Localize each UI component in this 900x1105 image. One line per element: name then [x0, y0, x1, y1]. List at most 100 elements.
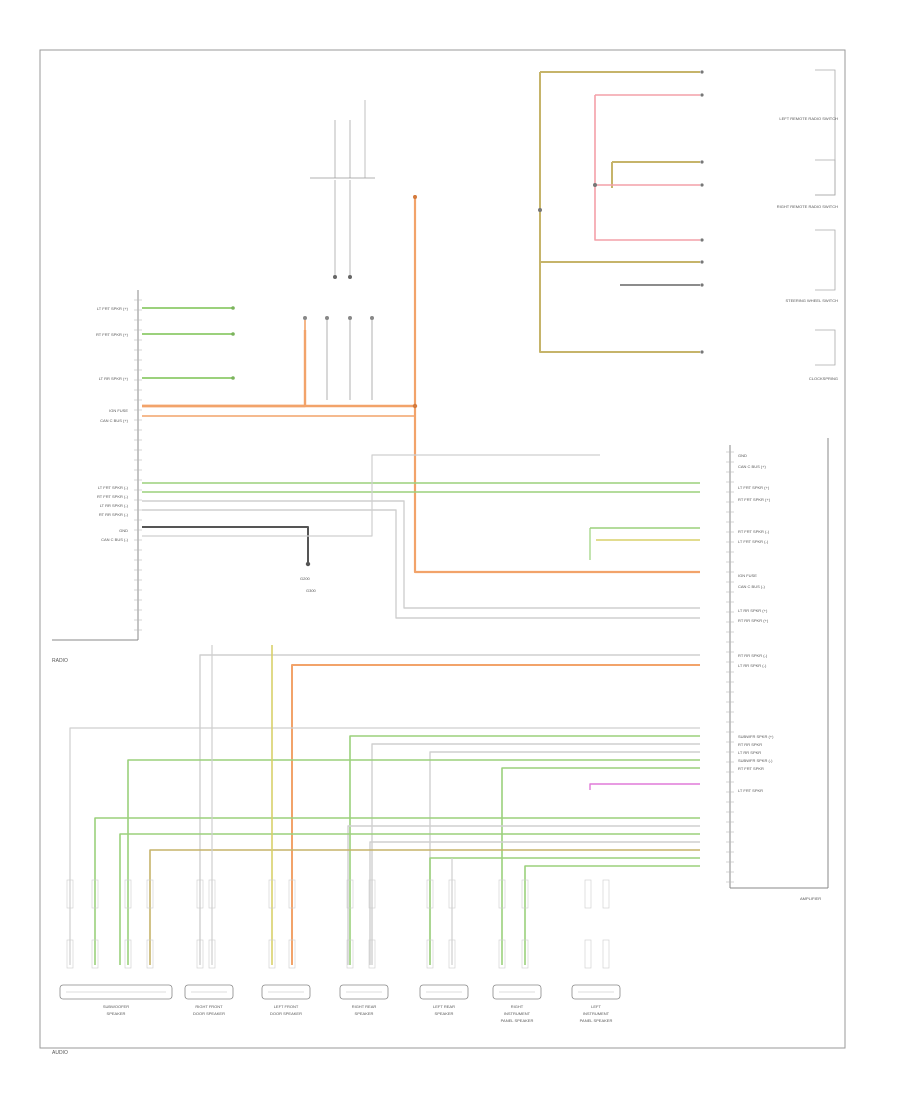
amp-pin-label: RT FRT SPKR (+): [738, 497, 771, 502]
inline-connector-body: [268, 939, 276, 969]
inline-connector: [370, 316, 374, 320]
amp-pin-label: LT FRT SPKR (+): [738, 485, 770, 490]
inline-connector-body: [91, 879, 99, 909]
radio-wire-rr-neg: [142, 509, 700, 619]
speaker-label: DOOR SPEAKER: [270, 1011, 302, 1016]
speaker-label: INSTRUMENT: [504, 1011, 531, 1016]
inline-connector-body: [66, 879, 74, 909]
radio-can-neg-wire: [142, 454, 600, 537]
amp-pin-label: CAN C BUS (-): [738, 584, 766, 589]
inline-connector-body: [208, 879, 216, 909]
radio-pin-label: LT FRT SPKR (+): [97, 306, 129, 311]
radio-pin-label: RT RR SPKR (-): [99, 512, 129, 517]
amp-out-wire: [589, 783, 700, 790]
inline-connector-body: [146, 879, 154, 909]
speaker-label: DOOR SPEAKER: [193, 1011, 225, 1016]
inline-connector-body: [584, 939, 592, 969]
amp-pin-label: LT FRT SPKR (-): [738, 539, 769, 544]
switch-pin: [700, 238, 704, 242]
amp-pin-label: CAN C BUS (+): [738, 464, 767, 469]
inline-connector-body: [368, 939, 376, 969]
inline-connector-body: [288, 879, 296, 909]
amp-out-wire: [371, 743, 700, 965]
switch-label: LEFT REMOTE RADIO SWITCH: [779, 116, 838, 121]
radio-module-name: RADIO: [52, 658, 68, 664]
modules-layer: [52, 69, 836, 1000]
inline-connector: [303, 316, 307, 320]
switch-label: CLOCKSPRING: [809, 376, 838, 381]
radio-pin-label: LT RR SPKR (-): [100, 503, 129, 508]
inline-connector-body: [426, 939, 434, 969]
amp-out-wire: [369, 841, 700, 965]
inline-connector-body: [268, 879, 276, 909]
amp-pin-label: LT RR SPKR (-): [738, 663, 767, 668]
amp-pin-label: LT RR SPKR: [738, 750, 761, 755]
radio-pin-label: IGN FUSE: [109, 408, 128, 413]
radio-pin-label: GND: [119, 528, 128, 533]
amp-pin-label: SUBWFR SPKR (-): [738, 758, 773, 763]
inline-connector-body: [448, 879, 456, 909]
amp-pin-label: IGN FUSE: [738, 573, 757, 578]
inline-connector-body: [602, 939, 610, 969]
radio-ign-wire: [142, 330, 307, 408]
footer-label: AUDIO: [52, 1050, 68, 1056]
amp-module-name: AMPLIFIER: [800, 896, 821, 901]
inline-connector-body: [124, 939, 132, 969]
inline-connector-body: [521, 879, 529, 909]
radio-pin-label: RT FRT SPKR (-): [97, 494, 129, 499]
radio-wire-end: [231, 332, 235, 336]
radio-pin-label: CAN C BUS (-): [101, 537, 129, 542]
inline-connector-body: [196, 879, 204, 909]
orange-connector: [413, 195, 417, 199]
amp-pin-label: RT FRT SPKR: [738, 766, 764, 771]
amp-out-wire: [149, 849, 700, 965]
speaker-label: LEFT REAR: [433, 1004, 455, 1009]
diagram-frame: [39, 49, 846, 1049]
switch-pin: [700, 183, 704, 187]
amp-out-wire: [347, 825, 700, 965]
amp-out-wire: [94, 817, 700, 965]
switch-pin: [700, 350, 704, 354]
amp-out-wire: [349, 735, 700, 965]
splice: [412, 403, 418, 409]
inline-connector-body: [498, 939, 506, 969]
speaker-label: RIGHT REAR: [352, 1004, 377, 1009]
amp-out-wire: [119, 833, 700, 965]
speaker-label: SUBWOOFER: [103, 1004, 129, 1009]
switch-box: [815, 229, 836, 291]
inline-connector: [333, 275, 337, 279]
labels-layer: RADIO LT FRT SPKR (+) RT FRT SPKR (+) LT RR…: [52, 116, 838, 1023]
amp-out-wire: [501, 767, 700, 965]
ground-terminal: [305, 561, 311, 567]
inline-connector-body: [426, 879, 434, 909]
inline-connector-body: [346, 879, 354, 909]
inline-connector: [325, 316, 329, 320]
switch-box: [815, 329, 836, 366]
radio-wire-end: [231, 306, 235, 310]
inline-connector-body: [602, 879, 610, 909]
amp-pin-label: LT FRT SPKR: [738, 788, 763, 793]
amp-out-wire: [291, 664, 700, 965]
radio-wire-lr-neg: [142, 500, 700, 609]
radio-pin-label: LT RR SPKR (+): [99, 376, 129, 381]
amp-pin-label: RT FRT SPKR (-): [738, 529, 770, 534]
amp-out-wire: [69, 727, 700, 965]
switch-label: RIGHT REMOTE RADIO SWITCH: [777, 204, 838, 209]
speaker-label: INSTRUMENT: [583, 1011, 610, 1016]
speaker-label: PANEL SPEAKER: [580, 1018, 613, 1023]
switch-box: [815, 159, 836, 196]
inline-connector-body: [346, 939, 354, 969]
amp-pin-label: GND: [738, 453, 747, 458]
switch-label: STEERING WHEEL SWITCH: [785, 298, 838, 303]
switch-wire-olive-main: [539, 72, 700, 353]
speaker-label: LEFT FRONT: [274, 1004, 299, 1009]
switch-pin: [700, 283, 704, 287]
radio-pin-label: RT FRT SPKR (+): [96, 332, 129, 337]
speaker-label: SPEAKER: [107, 1011, 126, 1016]
inline-connector-body: [288, 939, 296, 969]
inline-connector-body: [91, 939, 99, 969]
amp-out-wire: [199, 654, 700, 965]
radio-gnd-wire: [142, 526, 309, 562]
